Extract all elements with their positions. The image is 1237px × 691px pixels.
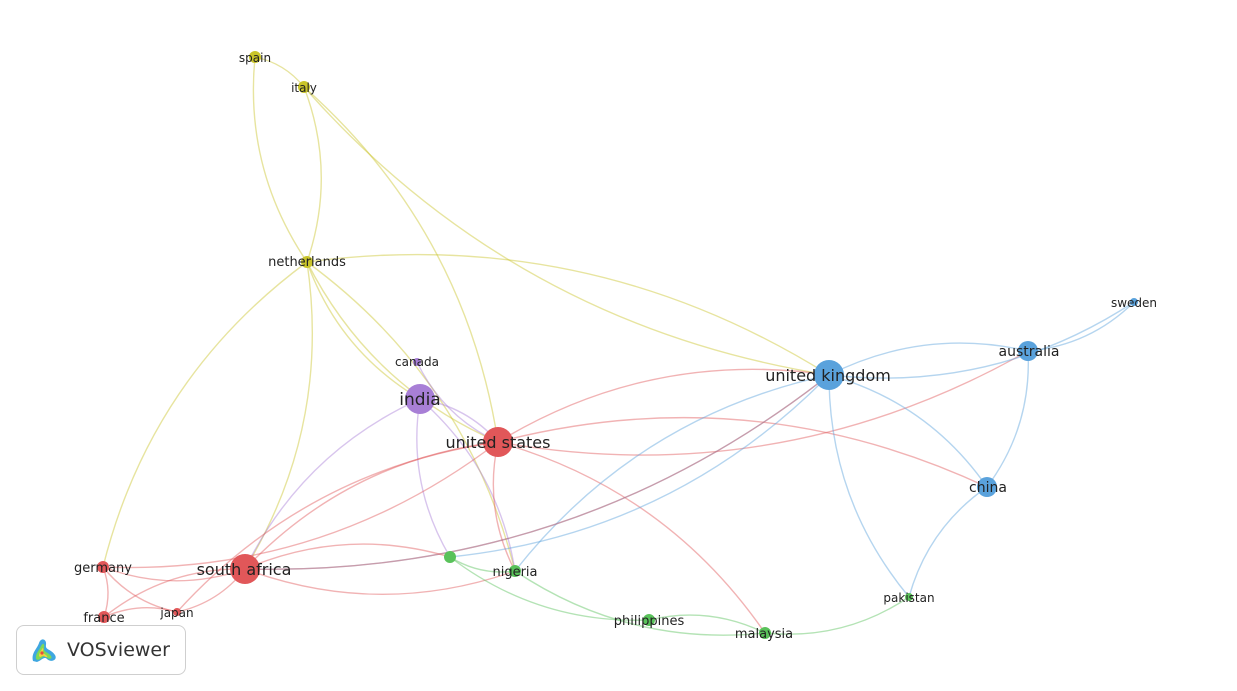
links-layer: [102, 56, 1135, 636]
link-italy-united_kingdom: [303, 86, 830, 376]
link-united_states-germany: [102, 441, 499, 569]
link-germany-japan: [102, 566, 178, 613]
link-malaysia-pakistan: [764, 596, 910, 635]
node-united_kingdom[interactable]: [814, 360, 844, 390]
node-label-philippines: philippines: [614, 614, 685, 629]
link-united_kingdom-china: [828, 374, 988, 488]
link-france-japan: [103, 607, 178, 618]
node-label-india: india: [399, 390, 440, 410]
node-france[interactable]: [98, 611, 110, 623]
link-united_kingdom-south_africa: [244, 374, 830, 571]
link-netherlands-south_africa: [244, 261, 314, 570]
node-canada[interactable]: [413, 358, 421, 366]
node-sweden[interactable]: [1130, 298, 1138, 306]
link-united_states-malaysia: [497, 441, 766, 634]
link-nigeria-unlabeled_green: [449, 556, 516, 573]
node-label-south_africa: south africa: [197, 560, 292, 579]
link-south_africa-united_kingdom: [244, 374, 830, 571]
link-italy-united_states: [303, 86, 499, 443]
link-india-unlabeled_green: [416, 398, 451, 558]
link-india-south_africa: [244, 398, 421, 570]
node-label-pakistan: pakistan: [883, 591, 934, 605]
node-nigeria[interactable]: [509, 565, 521, 577]
link-united_states-nigeria: [492, 441, 516, 572]
node-label-nigeria: nigeria: [492, 565, 537, 580]
link-netherlands-india: [306, 261, 421, 400]
link-united_kingdom-pakistan: [828, 374, 910, 598]
node-germany[interactable]: [97, 561, 109, 573]
node-label-sweden: sweden: [1111, 296, 1157, 310]
link-netherlands-united_kingdom: [306, 253, 830, 376]
link-united_states-australia: [497, 350, 1029, 456]
vosviewer-logo: VOSviewer: [16, 625, 186, 675]
node-unlabeled_green[interactable]: [444, 551, 456, 563]
link-netherlands-nigeria: [306, 261, 516, 572]
node-label-united_states: united states: [446, 433, 551, 452]
link-united_states-japan: [176, 441, 499, 613]
node-label-australia: australia: [999, 344, 1060, 360]
link-nigeria-malaysia: [514, 570, 766, 636]
node-label-netherlands: netherlands: [268, 255, 346, 270]
labels-layer: spain italy netherlands canada india united s…: [74, 51, 1157, 642]
node-label-france: france: [83, 611, 124, 626]
node-label-malaysia: malaysia: [735, 627, 793, 642]
link-united_kingdom-sweden: [828, 301, 1135, 379]
node-malaysia[interactable]: [759, 627, 771, 639]
link-south_africa-nigeria: [244, 568, 516, 595]
link-united_kingdom-nigeria: [514, 374, 830, 572]
link-netherlands-united_states: [306, 261, 499, 443]
node-australia[interactable]: [1018, 341, 1038, 361]
link-philippines-malaysia: [648, 614, 766, 634]
link-south_africa-france: [103, 568, 246, 618]
node-label-china: china: [969, 480, 1007, 496]
node-netherlands[interactable]: [301, 256, 313, 268]
node-japan[interactable]: [173, 608, 181, 616]
link-netherlands-germany: [102, 261, 308, 568]
link-australia-china: [986, 350, 1030, 488]
link-south_africa-unlabeled_green: [244, 543, 451, 570]
node-china[interactable]: [977, 477, 997, 497]
link-united_kingdom-unlabeled_green: [449, 374, 830, 558]
node-south_africa[interactable]: [230, 554, 260, 584]
vosviewer-logo-text: VOSviewer: [67, 639, 170, 661]
link-china-pakistan: [908, 486, 988, 598]
node-label-canada: canada: [395, 355, 439, 369]
link-united_kingdom-australia: [828, 342, 1029, 376]
link-australia-sweden: [1027, 301, 1135, 352]
link-united_states-south_africa: [244, 441, 499, 570]
node-label-united_kingdom: united kingdom: [765, 366, 891, 385]
link-united_states-united_kingdom: [497, 368, 830, 443]
link-united_states-china: [497, 416, 988, 488]
link-unlabeled_green-philippines: [449, 556, 650, 621]
node-italy[interactable]: [298, 81, 310, 93]
node-india[interactable]: [405, 384, 435, 414]
node-label-japan: japan: [159, 606, 193, 620]
link-italy-netherlands: [303, 86, 322, 263]
nodes-layer: [97, 51, 1138, 639]
vosviewer-logo-icon: [32, 639, 56, 662]
node-spain[interactable]: [249, 51, 261, 63]
link-south_africa-germany: [102, 566, 246, 582]
node-philippines[interactable]: [643, 614, 655, 626]
node-united_states[interactable]: [483, 427, 513, 457]
link-india-nigeria: [419, 398, 516, 572]
link-spain-netherlands: [252, 56, 308, 263]
node-label-germany: germany: [74, 561, 132, 576]
node-label-italy: italy: [291, 81, 317, 95]
node-label-spain: spain: [239, 51, 271, 65]
node-pakistan[interactable]: [905, 593, 913, 601]
